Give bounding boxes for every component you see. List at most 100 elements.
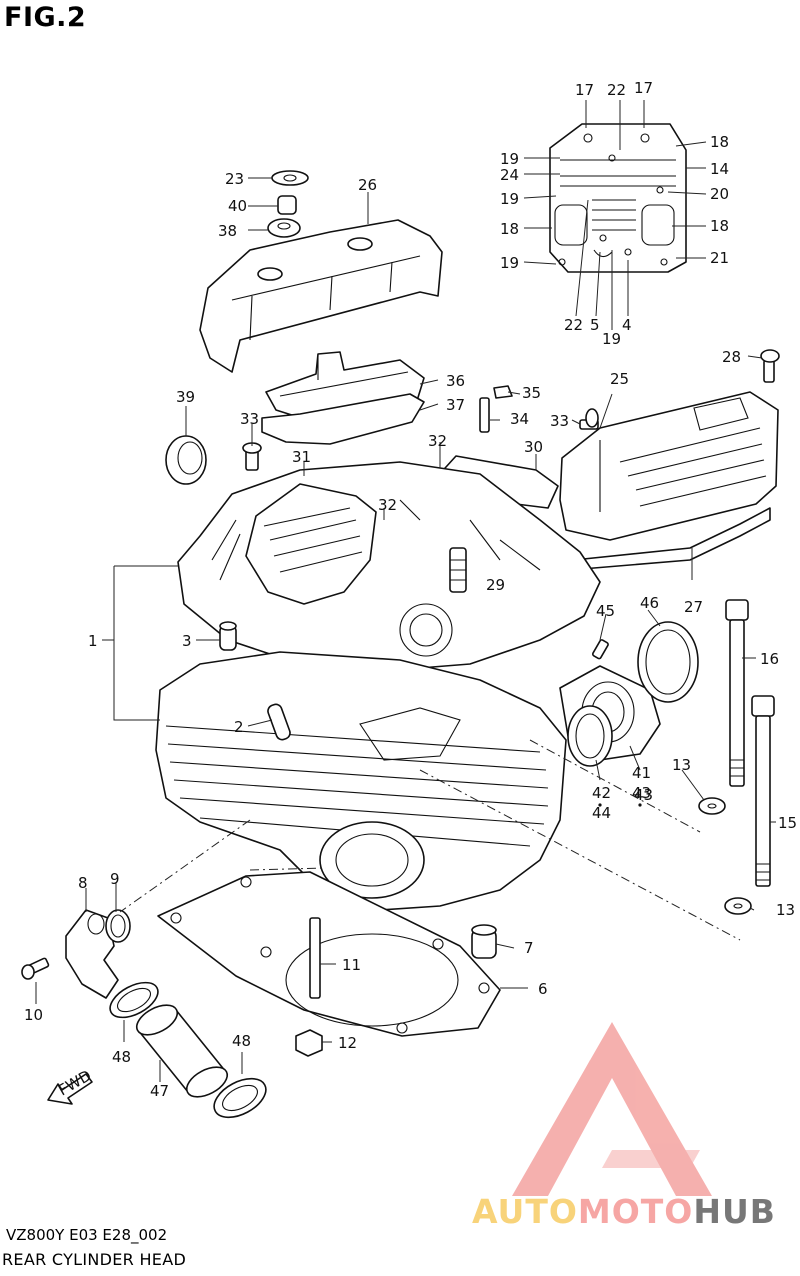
cylinder-body [155, 651, 567, 911]
dowel-3 [219, 621, 237, 651]
callout-4: 4 [622, 316, 632, 334]
callout-18-left: 18 [500, 220, 519, 238]
callout-1: 1 [88, 632, 98, 650]
callout-16: 16 [760, 650, 779, 668]
watermark-text: AUTOMOTOHUB [472, 1192, 776, 1231]
watermark-hub: HUB [693, 1192, 776, 1231]
callout-20: 20 [710, 185, 729, 203]
callout-29: 29 [486, 576, 505, 594]
washer-13-lower [724, 897, 752, 915]
forward-direction-arrow-icon: FWD [47, 1066, 94, 1105]
o-ring-9 [105, 909, 131, 943]
callout-27: 27 [684, 598, 703, 616]
water-union-8 [65, 909, 119, 999]
figure-title: FIG.2 [4, 2, 87, 33]
callout-11: 11 [342, 956, 361, 974]
cap-nut-35 [493, 385, 513, 399]
callout-32-center: 32 [378, 496, 397, 514]
callout-34: 34 [510, 410, 529, 428]
callout-36: 36 [446, 372, 465, 390]
callout-31: 31 [292, 448, 311, 466]
callout-dots [598, 803, 642, 807]
callout-46: 46 [640, 594, 659, 612]
cylinder-head-cover-26 [199, 219, 443, 373]
callout-3: 3 [182, 632, 192, 650]
callout-25: 25 [610, 370, 629, 388]
callout-19-b: 19 [500, 190, 519, 208]
callout-43-left: 43 [632, 784, 651, 802]
callout-14: 14 [710, 160, 729, 178]
callout-48-right: 48 [232, 1032, 251, 1050]
valve-cover-gasket-set [549, 123, 687, 273]
gasket-37 [261, 393, 425, 445]
callout-23: 23 [225, 170, 244, 188]
callout-33-left: 33 [240, 410, 259, 428]
callout-47: 47 [150, 1082, 169, 1100]
cylinder-head-assembly-1 [177, 461, 601, 669]
model-code: VZ800Y E03 E28_002 [6, 1226, 168, 1244]
callout-41: 41 [632, 764, 651, 782]
callout-38: 38 [218, 222, 237, 240]
watermark-auto: AUTO [472, 1192, 578, 1231]
cylinder-head-side-cover-25 [559, 391, 779, 541]
callout-6: 6 [538, 980, 548, 998]
callout-19-c: 19 [500, 254, 519, 272]
watermark-moto: MOTO [577, 1192, 694, 1231]
callout-44: 44 [592, 804, 611, 822]
callout-19-d: 19 [602, 330, 621, 348]
nut-12 [295, 1029, 323, 1057]
hose-clamp-48-lower [213, 1077, 267, 1119]
dowel-pin-2 [267, 703, 291, 741]
callout-17-right: 17 [634, 79, 653, 97]
callout-21: 21 [710, 249, 729, 267]
callout-24: 24 [500, 166, 519, 184]
callout-37: 37 [446, 396, 465, 414]
hose-47 [135, 1004, 229, 1098]
cylinder-gasket-6 [157, 871, 501, 1037]
callout-labels: 1 2 3 4 5 6 7 8 9 10 11 12 13 13 14 15 1… [24, 79, 797, 1100]
stud-bolt-11 [309, 917, 321, 999]
bolt-15 [751, 695, 775, 887]
bolt-33-right [579, 408, 599, 430]
callout-12: 12 [338, 1034, 357, 1052]
callout-22-bottom: 22 [564, 316, 583, 334]
o-ring-42-44 [567, 705, 613, 767]
callout-42: 42 [592, 784, 611, 802]
callout-7: 7 [524, 939, 534, 957]
seal-ring-39 [165, 435, 207, 485]
callout-28: 28 [722, 348, 741, 366]
callout-5: 5 [590, 316, 600, 334]
spark-plug-29 [449, 547, 467, 593]
callout-35: 35 [522, 384, 541, 402]
callout-2: 2 [234, 718, 244, 736]
callout-48-left: 48 [112, 1048, 131, 1066]
callout-32-left: 32 [428, 432, 447, 450]
bolt-33-left [242, 442, 262, 471]
callout-45: 45 [596, 602, 615, 620]
watermark-logo-triangle [512, 1022, 712, 1196]
spacer-40 [277, 195, 297, 215]
washer-13-upper [698, 797, 726, 815]
dowel-7 [471, 924, 497, 959]
callout-8: 8 [78, 874, 88, 892]
bolt-16 [725, 599, 749, 787]
callout-9: 9 [110, 870, 120, 888]
callout-26: 26 [358, 176, 377, 194]
callout-18-right: 18 [710, 217, 729, 235]
callout-43-right: 43 [634, 786, 653, 804]
grommet-38 [267, 218, 301, 238]
callout-15: 15 [778, 814, 797, 832]
bolt-28 [760, 349, 780, 383]
callout-39: 39 [176, 388, 195, 406]
bolt-10 [21, 957, 50, 980]
callout-40: 40 [228, 197, 247, 215]
callout-22-top: 22 [607, 81, 626, 99]
hose-clamp-48-upper [109, 981, 159, 1019]
callout-10: 10 [24, 1006, 43, 1024]
screw-45 [591, 639, 609, 660]
callout-30: 30 [524, 438, 543, 456]
figure-caption: REAR CYLINDER HEAD [2, 1250, 187, 1269]
callout-13-lower: 13 [776, 901, 795, 919]
clamp-46 [637, 621, 699, 703]
